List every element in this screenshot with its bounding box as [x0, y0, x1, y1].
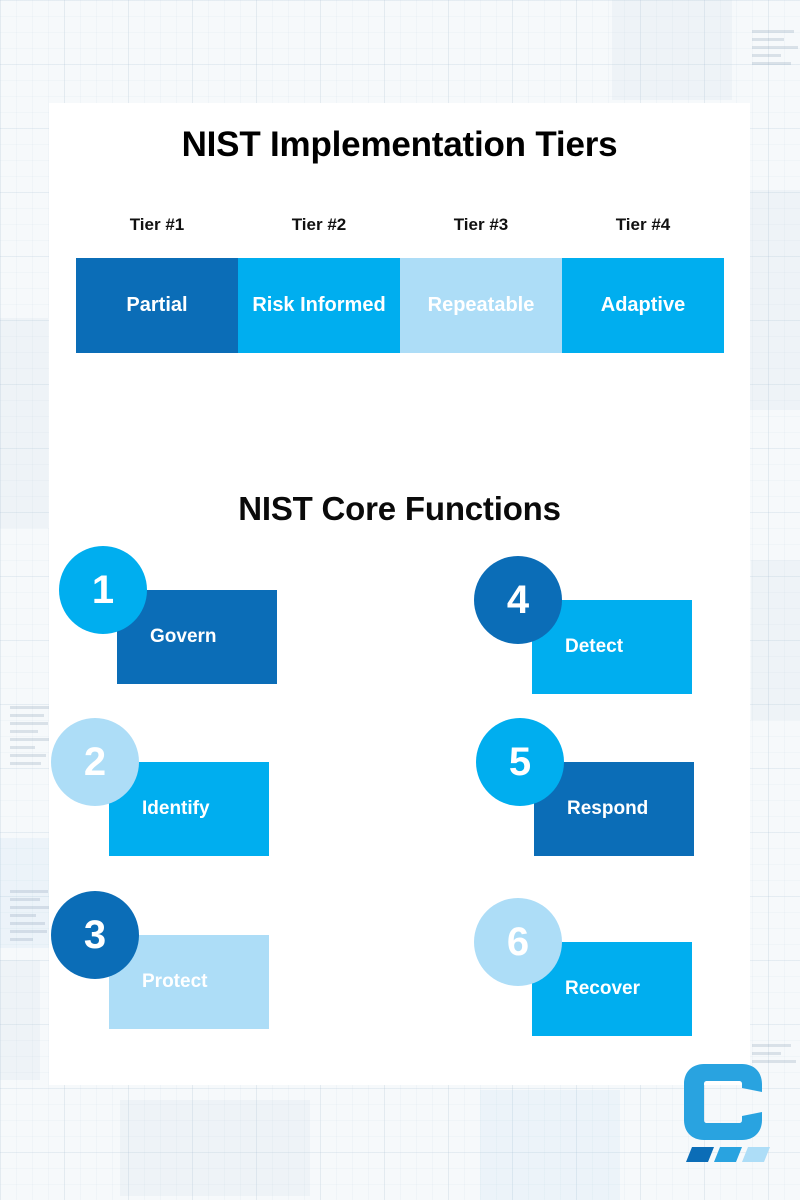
core-functions-grid: Govern 1 Identify 2 Protect 3 Detect 4 R… — [49, 103, 750, 1085]
core-function-item-respond: Respond 5 — [476, 718, 696, 858]
tier-label-row: Tier #1 Tier #2 Tier #3 Tier #4 — [76, 215, 724, 235]
logo-c-icon — [684, 1064, 770, 1162]
core-function-number-identify: 2 — [51, 718, 139, 806]
background-block — [612, 0, 732, 100]
tier-label-4: Tier #4 — [615, 215, 671, 234]
core-function-item-identify: Identify 2 — [51, 718, 271, 858]
core-function-item-detect: Detect 4 — [474, 556, 694, 696]
page-title: NIST Implementation Tiers — [181, 125, 618, 164]
section-title: NIST Core Functions — [238, 490, 561, 527]
tier-cell-partial: Partial — [76, 258, 238, 353]
tier-label-1: Tier #1 — [129, 215, 185, 234]
tier-label-3: Tier #3 — [453, 215, 509, 234]
tier-cell-adaptive: Adaptive — [562, 258, 724, 353]
core-function-number-detect: 4 — [474, 556, 562, 644]
core-function-number-recover: 6 — [474, 898, 562, 986]
logo-bar-2 — [714, 1147, 742, 1162]
background-block — [0, 838, 49, 948]
logo-bar-1 — [686, 1147, 714, 1162]
tier-label-2: Tier #2 — [291, 215, 347, 234]
background-block — [750, 190, 800, 410]
brand-logo — [680, 1058, 772, 1162]
core-function-number-protect: 3 — [51, 891, 139, 979]
background-block — [120, 1100, 310, 1196]
background-block — [751, 560, 800, 720]
core-function-item-govern: Govern 1 — [59, 546, 279, 686]
background-block — [0, 960, 40, 1080]
tier-bar: Partial Risk Informed Repeatable Adaptiv… — [76, 258, 724, 353]
tier-cell-risk-informed: Risk Informed — [238, 258, 400, 353]
logo-c-shape — [684, 1064, 762, 1140]
tier-cell-repeatable: Repeatable — [400, 258, 562, 353]
background-block — [480, 1090, 620, 1200]
logo-bar-3 — [742, 1147, 770, 1162]
background-text-lines — [752, 1044, 798, 1063]
core-function-item-protect: Protect 3 — [51, 891, 271, 1031]
background-text-lines — [10, 890, 50, 941]
background-block — [0, 318, 48, 528]
background-text-lines — [752, 30, 798, 65]
background-text-lines — [10, 706, 50, 765]
core-function-item-recover: Recover 6 — [474, 898, 694, 1038]
infographic-card: NIST Implementation Tiers Tier #1 Tier #… — [49, 103, 750, 1085]
core-function-number-respond: 5 — [476, 718, 564, 806]
core-function-number-govern: 1 — [59, 546, 147, 634]
